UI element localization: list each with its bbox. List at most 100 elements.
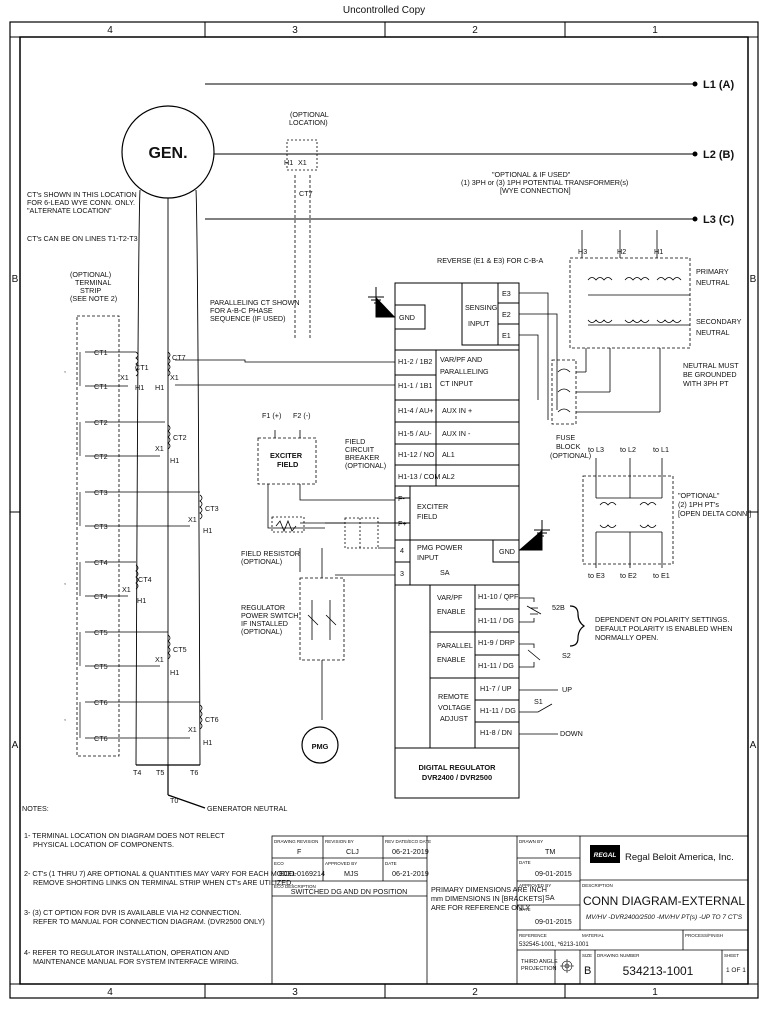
pt-note-1: "OPTIONAL & IF USED" <box>492 170 571 179</box>
ts-note-4: (SEE NOTE 2) <box>70 294 117 303</box>
pt-primary-1: PRIMARY <box>696 267 729 276</box>
ct7-optional-location <box>286 139 318 340</box>
reg-al1: AL1 <box>442 450 455 459</box>
t4-label: T4 <box>133 768 141 777</box>
reg-h111a: H1-11 / DG <box>478 616 514 625</box>
tb-date: 06-21-2019 <box>392 869 429 878</box>
ct1-label: CT1 <box>135 363 149 372</box>
ct6-h1: H1 <box>203 738 212 747</box>
reg-aux-minus: AUX IN - <box>442 429 471 438</box>
ct1-x1: X1 <box>120 373 129 382</box>
ct4-x1: X1 <box>122 585 131 594</box>
ct-loc-line-4: CT's CAN BE ON LINES T1-T2-T3 <box>27 234 138 243</box>
tb-dwg: 534213-1001 <box>623 964 694 978</box>
generator <box>121 105 215 809</box>
regulator-labels: GND SENSING INPUT E3 E2 E1 H1-2 / 1B2 VA… <box>398 289 519 782</box>
ct1-h1: H1 <box>135 383 144 392</box>
pt-h2: H2 <box>617 247 626 256</box>
reg-pin-h113: H1-13 / COM <box>398 472 440 481</box>
tb-eco-lbl: ECO <box>274 861 284 866</box>
pt-secondary-1: SECONDARY <box>696 317 742 326</box>
field-breaker-1: FIELD <box>345 437 365 446</box>
tb-third-1: THIRD ANGLE <box>521 959 558 965</box>
ct-coils <box>135 351 395 730</box>
ts-ct5-b: CT5 <box>94 662 108 671</box>
par-ct-1: PARALLELING CT SHOWN <box>210 298 300 307</box>
to-e3: to E3 <box>588 571 605 580</box>
switch-up: UP <box>562 685 572 694</box>
line-l1-label: L1 (A) <box>703 79 735 91</box>
reg-sensing-2: INPUT <box>468 319 490 328</box>
reg-pin-3: 3 <box>400 569 404 578</box>
zone-labels: 4 3 2 1 4 3 2 1 B A B A <box>12 25 757 998</box>
pt-labels: H3 H2 H1 PRIMARY NEUTRAL SECONDARY NEUTR… <box>550 247 751 580</box>
ts-ct4-b: CT4 <box>94 592 108 601</box>
par-ct-2: FOR A-B-C PHASE <box>210 306 273 315</box>
field-exciter-2: FIELD <box>277 460 299 469</box>
tb-eco: ECO-0169214 <box>279 869 325 878</box>
comma-1: , <box>64 365 66 374</box>
ct5-h1: H1 <box>170 668 179 677</box>
pt-note: "OPTIONAL & IF USED" (1) 3PH or (3) 1PH … <box>461 170 628 195</box>
ts-ct6-b: CT6 <box>94 734 108 743</box>
pt-secondary-2: NEUTRAL <box>696 328 730 337</box>
tb-material-lbl: MATERIAL <box>582 933 605 938</box>
tb-rev: F <box>297 847 302 856</box>
zone-left-b: B <box>12 274 19 285</box>
tb-appr: SA <box>545 893 555 902</box>
ct-coil-labels: CT1 X1 H1 CT7 X1 H1 CT2 X1 H1 CT3 X1 H1 … <box>120 353 219 747</box>
reg-pin-h11: H1-1 / 1B1 <box>398 381 432 390</box>
ct-loc-line-3: "ALTERNATE LOCATION" <box>27 206 112 215</box>
note-2-b: REMOVE SHORTING LINKS ON TERMINAL STRIP … <box>33 878 293 887</box>
ts-note-2: TERMINAL <box>75 278 111 287</box>
ct3-x1: X1 <box>188 515 197 524</box>
power-switch-2: POWER SWITCH <box>241 611 299 620</box>
tb-ref-lbl: REFERENCE <box>519 933 547 938</box>
tb-ecodesc: SWITCHED DG AND DN POSITION <box>291 887 408 896</box>
note-3-a: 3- (3) CT OPTION FOR DVR IS AVAILABLE VI… <box>24 908 241 917</box>
tb-drawn-lbl: DRAWN BY <box>519 839 543 844</box>
reg-remote-1: REMOTE <box>438 692 469 701</box>
zone-bottom-1: 1 <box>652 987 658 998</box>
ts-note-3: STRIP <box>80 286 101 295</box>
regal-logo <box>590 845 620 863</box>
ts-ct3-a: CT3 <box>94 488 108 497</box>
ct7-opt-x1: X1 <box>298 158 307 167</box>
ct3-h1: H1 <box>203 526 212 535</box>
tb-sheet-lbl: SHEET <box>724 953 739 958</box>
tb-adate-lbl: DATE <box>519 907 531 912</box>
line-conductors <box>205 81 698 222</box>
projection-icon <box>560 959 574 973</box>
zone-top-3: 3 <box>292 25 298 36</box>
zone-bottom-4: 4 <box>107 987 113 998</box>
tb-process-lbl: PROCESS/FINISH <box>685 933 723 938</box>
reg-varpf-en-2: ENABLE <box>437 607 466 616</box>
polarity-3: NORMALLY OPEN. <box>595 633 658 642</box>
note-1-a: 1- TERMINAL LOCATION ON DIAGRAM DOES NOT… <box>24 831 225 840</box>
reg-fplus: F+ <box>398 519 407 528</box>
reg-h19: H1-9 / DRP <box>478 638 515 647</box>
ts-ct5-a: CT5 <box>94 628 108 637</box>
ct3-label: CT3 <box>205 504 219 513</box>
zone-top-4: 4 <box>107 25 113 36</box>
tb-revby: CLJ <box>346 847 359 856</box>
to-l1: to L1 <box>653 445 669 454</box>
ct6-x1: X1 <box>188 725 197 734</box>
ts-ct1-b: CT1 <box>94 382 108 391</box>
tb-dims-2: mm DIMENSIONS IN [BRACKETS] <box>431 894 544 903</box>
field-breaker-4: (OPTIONAL) <box>345 461 386 470</box>
tb-date-lbl: DATE <box>385 861 397 866</box>
switch-down: DOWN <box>560 729 583 738</box>
field-circuit <box>257 430 395 764</box>
tb-ddate-lbl: DATE <box>519 860 531 865</box>
reg-h111b: H1-11 / DG <box>478 661 514 670</box>
tb-dwg-lbl: DRAWING NUMBER <box>597 953 640 958</box>
zone-top-1: 1 <box>652 25 658 36</box>
tb-ref: 532545-1001, *6213-1001 <box>519 942 589 948</box>
ts-ct2-b: CT2 <box>94 452 108 461</box>
t0-label: T0 <box>170 796 178 805</box>
reg-pin-h12: H1-2 / 1B2 <box>398 357 432 366</box>
ts-ct4-a: CT4 <box>94 558 108 567</box>
fuse-2: BLOCK <box>556 442 581 451</box>
reg-al2: AL2 <box>442 472 455 481</box>
